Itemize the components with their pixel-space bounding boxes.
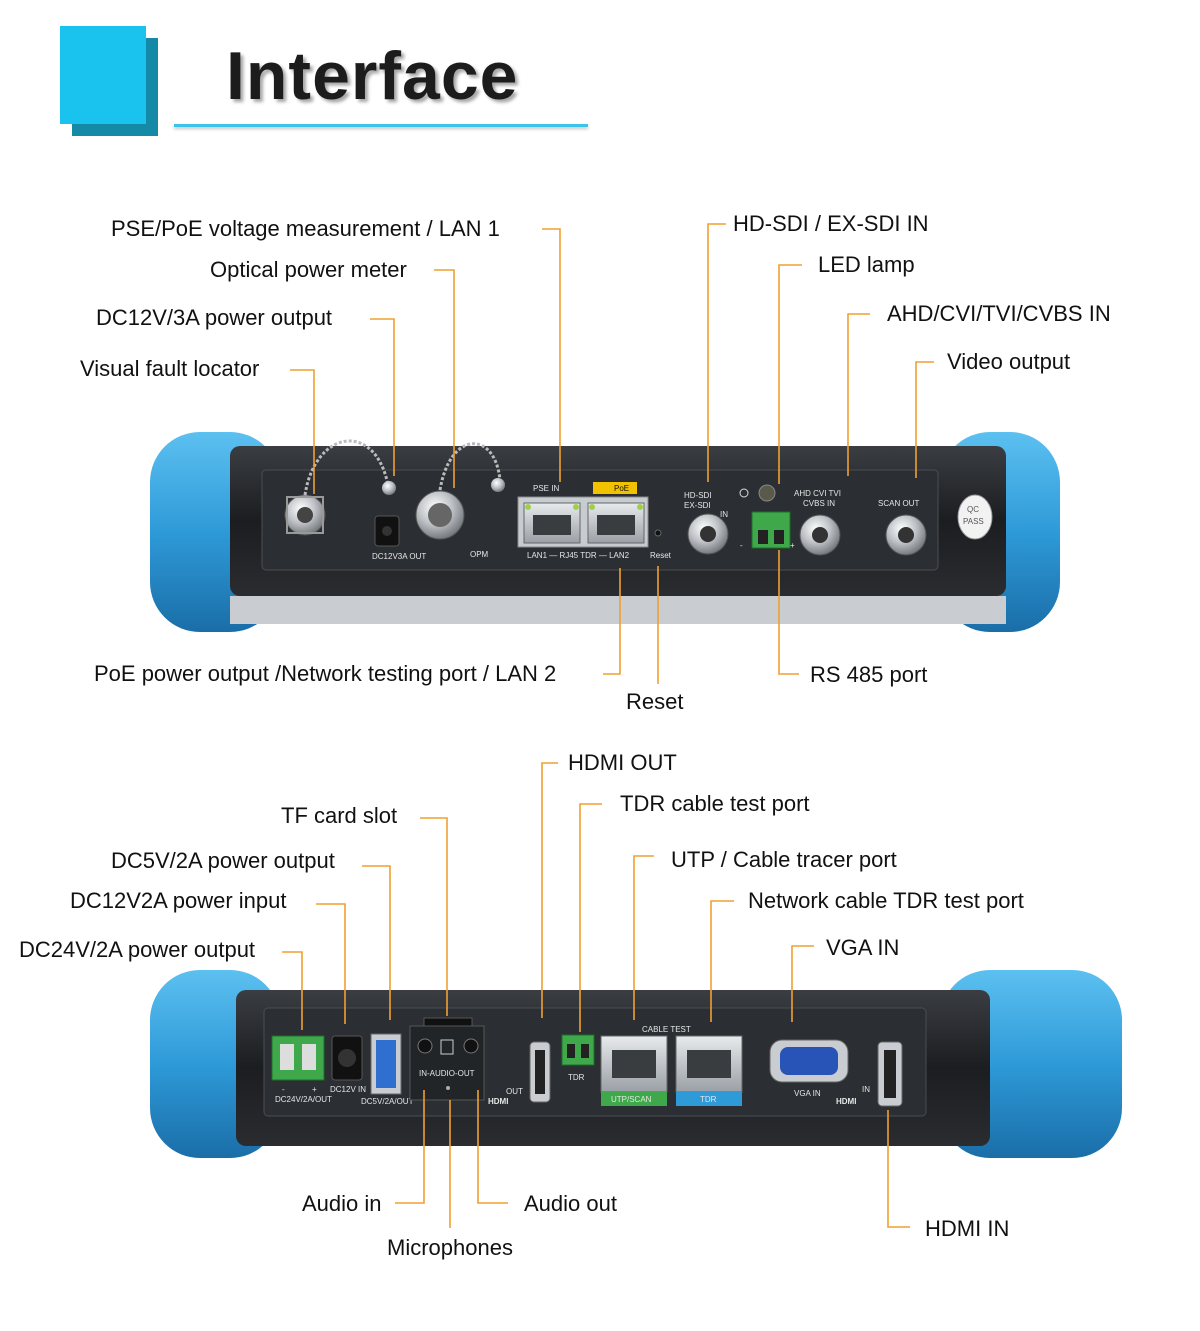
port-label-cvbs-in: CVBS IN	[803, 499, 835, 508]
callout-tdr-cable-test: TDR cable test port	[620, 791, 810, 816]
port-label-reset: Reset	[650, 551, 672, 560]
port-label-exsdi: EX-SDI	[684, 501, 711, 510]
port-label-dc5v: DC5V/2A/OUT	[361, 1097, 414, 1106]
callout-led-lamp: LED lamp	[818, 252, 915, 277]
callout-hdsdi-in: HD-SDI / EX-SDI IN	[733, 211, 929, 236]
port-label-lan: LAN1 — RJ45 TDR — LAN2	[527, 551, 630, 560]
rs485-plus: +	[790, 541, 795, 550]
port-label-sdi-in: IN	[720, 510, 728, 519]
port-label-hdmi-out: OUT	[506, 1087, 523, 1096]
b-plus: +	[312, 1085, 317, 1094]
callout-dc12v3a-output: DC12V/3A power output	[96, 305, 333, 330]
callout-rs485: RS 485 port	[810, 662, 928, 687]
callout-audio-out: Audio out	[524, 1191, 617, 1216]
page-title: Interface	[226, 38, 519, 114]
port-label-ahd: AHD CVI TVI	[794, 489, 841, 498]
port-label-opm: OPM	[470, 550, 489, 559]
callout-audio-in: Audio in	[302, 1191, 382, 1216]
port-label-vga-in: VGA IN	[794, 1089, 821, 1098]
callout-visual-fault-locator: Visual fault locator	[80, 356, 260, 381]
callout-video-output: Video output	[947, 349, 1071, 374]
callout-vga-in: VGA IN	[826, 935, 900, 960]
callout-dc12v2a-input: DC12V2A power input	[70, 888, 287, 913]
callout-reset: Reset	[626, 689, 684, 714]
port-label-poe: PoE	[614, 484, 629, 493]
port-label-hdmi-logo-in: HDMI	[836, 1097, 856, 1106]
callout-hdmi-out: HDMI OUT	[568, 750, 677, 775]
port-label-dc24v: DC24V/2A/OUT	[275, 1095, 332, 1104]
port-label-audio: IN-AUDIO-OUT	[419, 1069, 475, 1078]
port-label-tdr: TDR	[700, 1095, 717, 1104]
port-label-dc12v3a: DC12V3A OUT	[372, 552, 426, 561]
port-label-cable-test: CABLE TEST	[642, 1025, 691, 1034]
callout-network-tdr: Network cable TDR test port	[748, 888, 1024, 913]
callout-microphones: Microphones	[387, 1235, 513, 1260]
bottom-device: - + DC24V/2A/OUT DC12V IN DC5V/2A/OUT IN…	[150, 970, 1122, 1158]
title-underline	[174, 124, 588, 127]
top-device: DC12V3A OUT OPM PSE IN PoE LAN1 — RJ45 T…	[150, 432, 1060, 632]
top-screen-edge	[230, 596, 1006, 624]
callout-hdmi-in: HDMI IN	[925, 1216, 1010, 1241]
port-label-dc12v-in: DC12V IN	[330, 1085, 366, 1094]
callout-dc24v2a-output: DC24V/2A power output	[19, 937, 256, 962]
callout-optical-power-meter: Optical power meter	[210, 257, 407, 282]
b-minus: -	[282, 1085, 285, 1094]
qc-label: QC	[967, 505, 979, 514]
leader-lines	[282, 223, 934, 1228]
pass-label: PASS	[963, 517, 984, 526]
port-label-pse-in: PSE IN	[533, 484, 559, 493]
port-label-hdmi-in: IN	[862, 1085, 870, 1094]
port-label-scan-out: SCAN OUT	[878, 499, 919, 508]
port-label-tdr-term: TDR	[568, 1073, 585, 1082]
callout-tf-card-slot: TF card slot	[281, 803, 398, 828]
port-label-hdsdi: HD-SDI	[684, 491, 712, 500]
rs485-minus: -	[740, 541, 743, 550]
callout-dc5v2a-output: DC5V/2A power output	[111, 848, 335, 873]
callout-ahd-in: AHD/CVI/TVI/CVBS IN	[887, 301, 1111, 326]
callout-poe-lan1: PSE/PoE voltage measurement / LAN 1	[111, 216, 500, 241]
callout-utp-cable-tracer: UTP / Cable tracer port	[671, 847, 897, 872]
port-label-hdmi-logo-out: HDMI	[488, 1097, 508, 1106]
port-label-utp-scan: UTP/SCAN	[611, 1095, 652, 1104]
callout-poe-lan2: PoE power output /Network testing port /…	[94, 661, 557, 686]
header-accent-square-front	[60, 26, 146, 124]
